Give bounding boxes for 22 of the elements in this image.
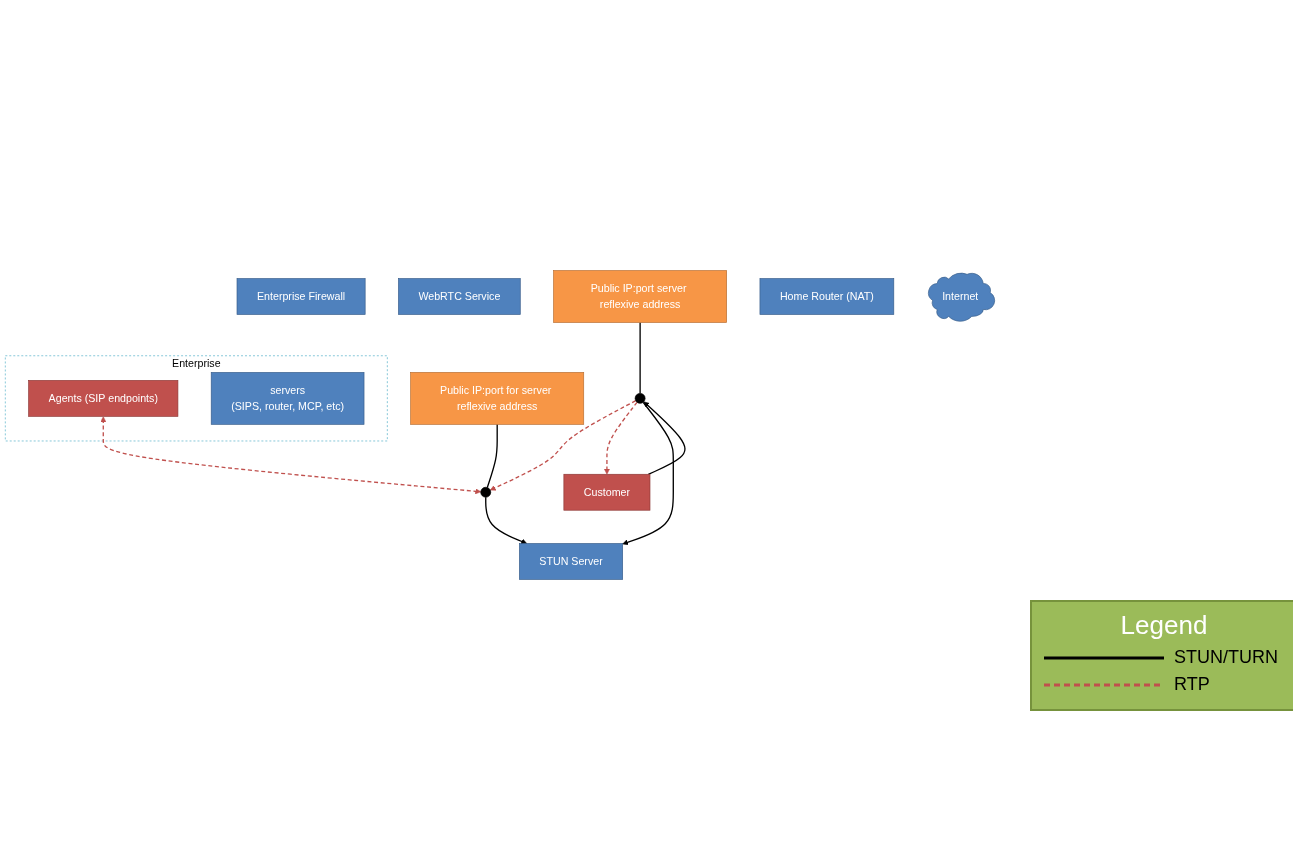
arrow <box>604 401 638 475</box>
node-box: servers (SIPS, router, MCP, etc) <box>210 372 365 425</box>
node-box: Agents (SIP endpoints) <box>28 380 179 417</box>
arrow <box>490 400 637 491</box>
legend-title: Legend <box>1119 610 1209 641</box>
arrow <box>622 401 674 546</box>
node-box: Enterprise Firewall <box>236 278 366 315</box>
legend-text: RTP <box>1174 674 1210 695</box>
node-box: STUN Server <box>519 543 623 580</box>
node-box: WebRTC Service <box>398 278 521 315</box>
node-box: Public IP:port server reflexive address <box>553 270 727 323</box>
arrow <box>643 401 686 475</box>
connector <box>486 423 498 489</box>
node-circle <box>634 393 646 404</box>
legend-text: STUN/TURN <box>1174 647 1278 668</box>
node-circle <box>480 486 492 498</box>
node-box: Customer <box>563 473 651 511</box>
node-box: Public IP:port for server reflexive address <box>410 372 585 425</box>
arrow <box>485 496 527 545</box>
arrow <box>100 416 482 495</box>
connector <box>639 321 641 395</box>
node-box: Home Router (NAT) <box>759 278 895 315</box>
